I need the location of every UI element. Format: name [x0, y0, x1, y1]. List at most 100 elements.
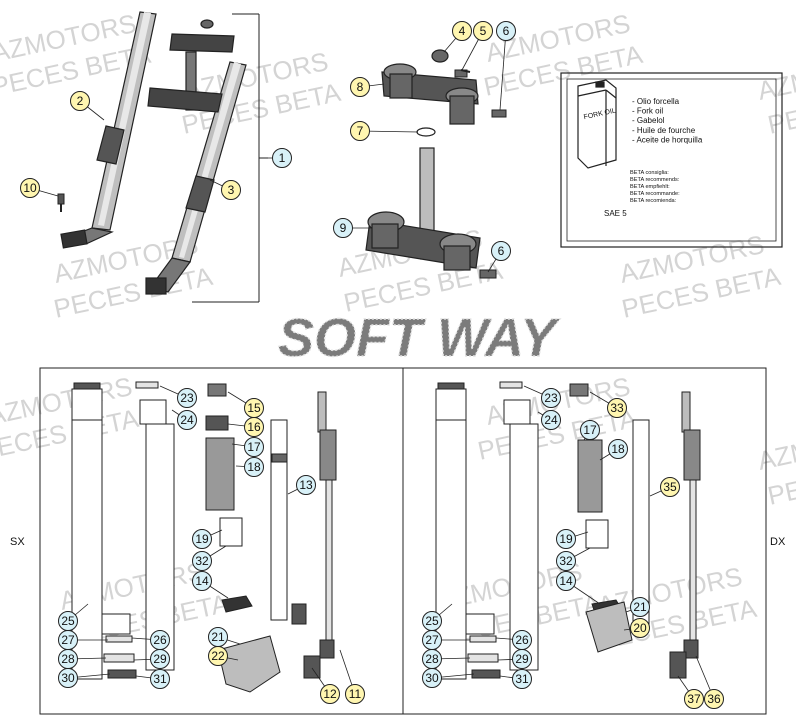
fork-leg-right — [145, 61, 247, 295]
oil-recommend-list: BETA consiglia:BETA recommends:BETA empf… — [630, 170, 680, 204]
callout-number: 6 — [498, 244, 505, 258]
callout-top-9: 9 — [333, 218, 353, 238]
oil-recommend-line: BETA empfiehlt: — [630, 184, 670, 190]
callout-top-5: 5 — [473, 21, 493, 41]
callout-circle — [556, 529, 576, 549]
callout-top-1: 1 — [272, 148, 292, 168]
outer-tube-right — [435, 382, 501, 680]
callout-left-17: 17 — [244, 437, 264, 457]
watermark-text: AZMOTORS — [755, 416, 796, 476]
callout-right-14: 14 — [556, 571, 576, 591]
callout-number: 10 — [23, 181, 37, 195]
callout-number: 33 — [610, 401, 624, 415]
callout-circle — [244, 417, 264, 437]
callout-right-26: 26 — [512, 630, 532, 650]
callout-right-21: 21 — [630, 597, 650, 617]
callout-circle — [20, 178, 40, 198]
upper-triple-clamp — [381, 49, 479, 125]
callout-left-23: 23 — [177, 388, 197, 408]
callout-number: 4 — [459, 24, 466, 38]
callout-number: 11 — [349, 687, 362, 701]
callout-left-18: 18 — [244, 457, 264, 477]
callout-right-24: 24 — [541, 410, 561, 430]
callout-top-10: 10 — [20, 178, 40, 198]
callout-number: 15 — [247, 401, 261, 415]
callout-number: 30 — [61, 671, 75, 685]
callout-number: 14 — [559, 574, 573, 588]
callout-left-24: 24 — [177, 410, 197, 430]
callout-circle — [192, 529, 212, 549]
callout-circle — [272, 148, 292, 168]
callout-circle — [541, 410, 561, 430]
callout-number: 9 — [340, 221, 347, 235]
oil-recommend-line: BETA recomienda: — [630, 198, 677, 204]
callout-number: 18 — [611, 442, 625, 456]
callout-right-17: 17 — [580, 420, 600, 440]
callout-top-6: 6 — [496, 21, 516, 41]
oil-recommend-line: BETA consiglia: — [630, 170, 669, 176]
callout-right-35: 35 — [660, 477, 680, 497]
callout-right-28: 28 — [422, 649, 442, 669]
callout-circle — [473, 21, 493, 41]
callout-right-31: 31 — [512, 669, 532, 689]
callout-circle — [192, 571, 212, 591]
logo-text: SOFT WAY — [278, 308, 561, 368]
callout-number: 13 — [299, 478, 313, 492]
callout-circle — [192, 551, 212, 571]
callout-number: 20 — [633, 621, 647, 635]
callout-number: 35 — [663, 480, 677, 494]
callout-right-30: 30 — [422, 668, 442, 688]
callout-number: 8 — [357, 80, 364, 94]
callout-right-19: 19 — [556, 529, 576, 549]
callout-circle — [541, 388, 561, 408]
callout-right-36: 36 — [704, 689, 724, 709]
oil-recommend-line: BETA recommande: — [630, 191, 680, 197]
callout-number: 1 — [279, 151, 286, 165]
callout-circle — [350, 77, 370, 97]
callout-top-7: 7 — [350, 121, 370, 141]
callout-number: 17 — [583, 423, 597, 437]
inner-tube-left — [135, 381, 175, 671]
callout-number: 7 — [357, 124, 364, 138]
callout-circle — [684, 689, 704, 709]
callout-circle — [221, 180, 241, 200]
callout-number: 3 — [228, 183, 235, 197]
callout-top-4: 4 — [452, 21, 472, 41]
callout-circle — [422, 668, 442, 688]
spring-right — [569, 383, 687, 679]
callout-left-30: 30 — [58, 668, 78, 688]
side-label-left: SX — [10, 536, 25, 548]
callout-number: 14 — [195, 574, 209, 588]
oil-can-icon — [577, 79, 617, 169]
oil-name-line: - Fork oil — [632, 107, 663, 116]
callout-circle — [512, 669, 532, 689]
callout-left-29: 29 — [150, 649, 170, 669]
callout-circle — [660, 477, 680, 497]
callout-circle — [630, 597, 650, 617]
callout-circle — [345, 684, 365, 704]
outer-tube-left — [71, 382, 137, 680]
callout-number: 5 — [480, 24, 487, 38]
callout-number: 12 — [323, 687, 337, 701]
callout-right-32: 32 — [556, 551, 576, 571]
callout-left-15: 15 — [244, 398, 264, 418]
fork-assembly-bracket — [192, 13, 268, 303]
callout-circle — [607, 398, 627, 418]
callout-right-29: 29 — [512, 649, 532, 669]
callout-number: 25 — [61, 614, 75, 628]
callout-right-23: 23 — [541, 388, 561, 408]
oil-name-line: - Olio forcella — [632, 97, 680, 106]
callout-circle — [556, 551, 576, 571]
callout-circle — [496, 21, 516, 41]
o-ring-7 — [416, 127, 436, 137]
callout-left-25: 25 — [58, 611, 78, 631]
callout-number: 30 — [425, 671, 439, 685]
callout-right-27: 27 — [422, 630, 442, 650]
fork-oil-box: FORK OIL - Olio forcella- Fork oil- Gabe… — [560, 72, 783, 248]
callout-circle — [177, 410, 197, 430]
callout-number: 28 — [425, 652, 439, 666]
callout-number: 37 — [687, 692, 701, 706]
oil-recommend-line: BETA recommends: — [630, 177, 680, 183]
callout-number: 28 — [61, 652, 75, 666]
